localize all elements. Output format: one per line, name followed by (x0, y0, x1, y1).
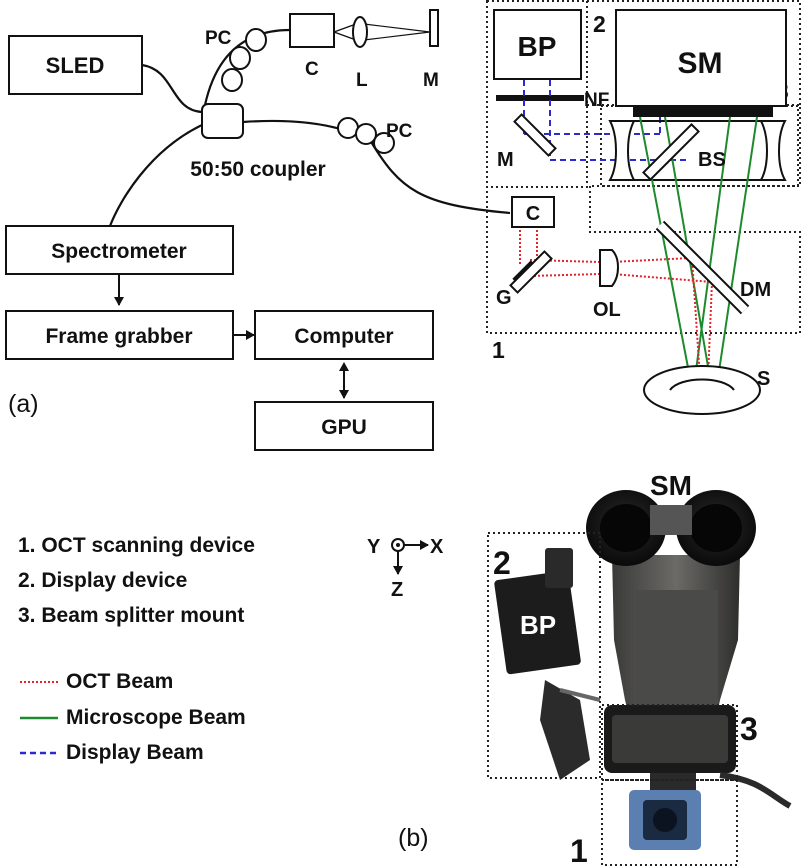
sm-label-a: SM (678, 47, 723, 80)
microscope-photo (494, 490, 792, 850)
collimator-oct (511, 196, 555, 228)
bp-label-a: BP (518, 31, 557, 62)
sample-cornea (669, 378, 735, 391)
c-ref-label: C (305, 59, 319, 80)
polarization-controller-top (221, 28, 267, 92)
region-1-label-a: 1 (492, 337, 505, 363)
gpu-box (254, 401, 434, 451)
legend-item-1: 1. OCT scanning device (18, 534, 255, 557)
nf-label: NF (584, 90, 609, 111)
sm-objective-bar (633, 106, 773, 117)
notch-filter (496, 95, 584, 101)
display-mirror (513, 113, 557, 157)
l-ref-label: L (356, 70, 368, 91)
dichroic-mirror-inner (657, 222, 748, 313)
frame-grabber-box (5, 310, 234, 360)
photo-region-boxes (487, 532, 738, 866)
region-2-label-b: 2 (493, 545, 511, 581)
legend-item-2: 2. Display device (18, 569, 187, 592)
galvo-mirror (509, 250, 553, 294)
region-1-label-b: 1 (570, 833, 588, 868)
computer-box (254, 310, 434, 360)
polarization-controller-mid (337, 117, 395, 154)
beam-splitter (642, 123, 700, 181)
axis-y-dot (396, 543, 400, 547)
bp-box (493, 9, 582, 80)
computer-label: Computer (294, 325, 393, 348)
coupler-box (201, 103, 244, 139)
sm-box (615, 9, 787, 107)
lens-ref (352, 16, 368, 48)
panel-b-label: (b) (398, 824, 429, 852)
s-label: S (757, 368, 770, 390)
coupler-label: 50:50 coupler (190, 158, 325, 181)
frame-grabber-label: Frame grabber (45, 325, 192, 348)
dm-label: DM (740, 279, 771, 301)
panel-a-label: (a) (8, 390, 39, 418)
sled-box (8, 35, 143, 95)
c-oct-label: C (526, 203, 540, 225)
bs-label: BS (698, 149, 726, 171)
bs-lens-left (608, 120, 636, 181)
collimator-ref (289, 13, 335, 48)
pc-top-label: PC (205, 28, 232, 49)
galvo-motor (512, 260, 534, 282)
m-ref-label: M (423, 70, 439, 91)
objective-lens (599, 249, 619, 287)
bp-label-b: BP (520, 610, 556, 640)
pc-mid-label: PC (386, 121, 413, 142)
gpu-label: GPU (321, 416, 367, 439)
sample-eye (643, 365, 761, 415)
sled-label: SLED (46, 53, 105, 78)
g-label: G (496, 287, 512, 309)
region-2-label-a: 2 (593, 11, 606, 37)
region-3-label-b: 3 (740, 711, 758, 747)
axis-x-label: X (430, 536, 444, 558)
bs-lens-right (759, 120, 787, 181)
legend-display-label: Display Beam (66, 741, 204, 764)
spectrometer-box (5, 225, 234, 275)
axis-z-label: Z (391, 579, 403, 601)
sm-label-b: SM (650, 470, 692, 501)
mirror-ref (429, 9, 439, 47)
spectrometer-label: Spectrometer (51, 240, 186, 263)
legend-oct-label: OCT Beam (66, 670, 173, 693)
reference-beam (333, 23, 431, 41)
legend-item-3: 3. Beam splitter mount (18, 604, 244, 627)
ol-label: OL (593, 299, 621, 321)
axis-y-label: Y (367, 536, 381, 558)
legend-microscope-label: Microscope Beam (66, 706, 246, 729)
m-display-label: M (497, 149, 514, 171)
